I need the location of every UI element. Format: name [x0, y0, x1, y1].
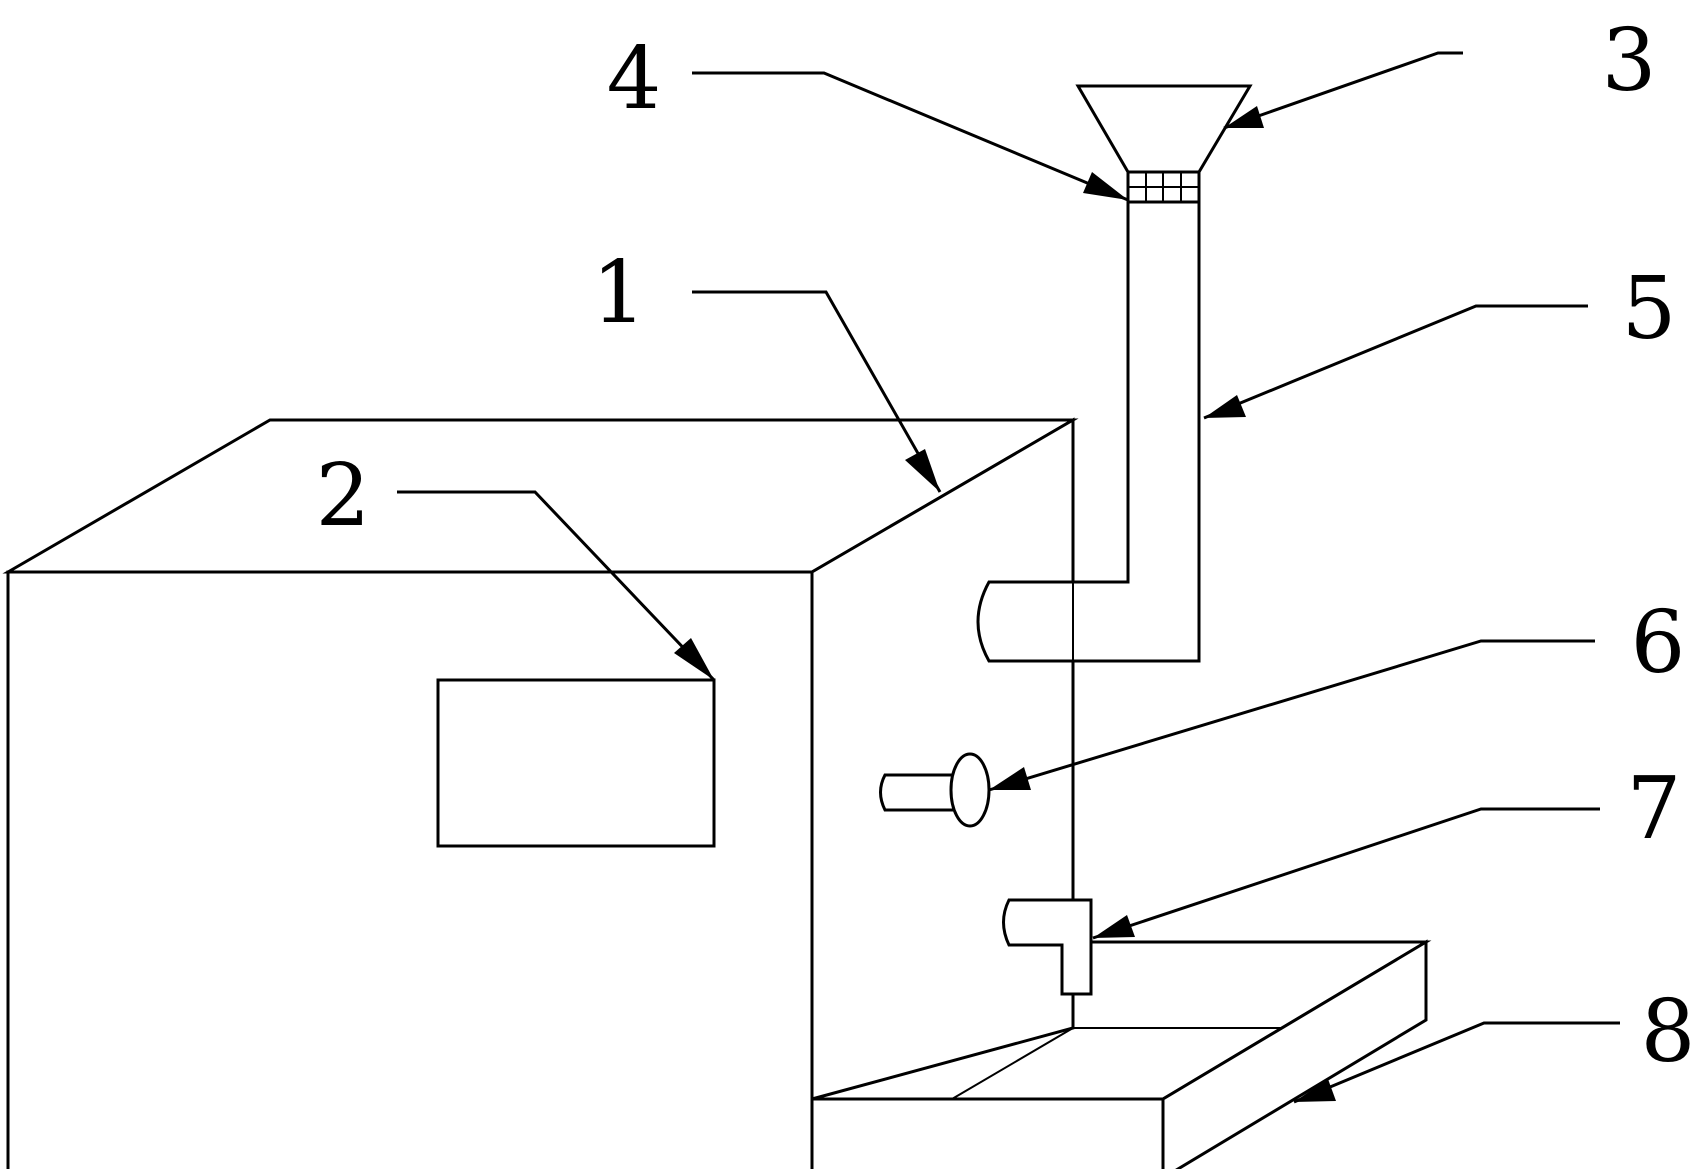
callout-number-7: 7	[1627, 759, 1682, 859]
tray-front-face	[810, 1097, 1165, 1169]
leader-4-arrowhead	[1083, 172, 1128, 200]
feed-pipe-body	[976, 193, 1201, 663]
side-knob-stem	[879, 773, 964, 812]
leader-7-arrowhead	[1093, 915, 1135, 938]
feed-pipe	[976, 193, 1201, 663]
leader-3	[1223, 51, 1463, 130]
leader-5-arrowhead	[1204, 395, 1246, 418]
leader-2-arrowhead	[674, 638, 714, 680]
leader-8-arrowhead	[1294, 1079, 1336, 1102]
callout-number-8: 8	[1641, 982, 1695, 1082]
leader-1-arrowhead	[905, 449, 940, 492]
callout-number-3: 3	[1602, 11, 1657, 111]
leader-4	[692, 71, 1129, 202]
callout-number-1: 1	[592, 243, 647, 343]
main-box-front-face	[6, 570, 814, 1169]
callout-number-2: 2	[316, 446, 371, 546]
leader-7	[1092, 807, 1600, 940]
leader-2	[397, 490, 716, 682]
front-window	[436, 678, 716, 848]
callout-number-4: 4	[607, 29, 662, 129]
outlet-tap	[1002, 898, 1093, 996]
leader-8	[1293, 1021, 1620, 1104]
leader-6-arrowhead	[989, 767, 1031, 790]
leader-1	[692, 290, 942, 493]
leader-6	[988, 639, 1595, 792]
leader-5	[1203, 304, 1588, 420]
side-knob-disc	[949, 752, 991, 828]
funnel-hopper	[1075, 84, 1253, 174]
callout-number-5: 5	[1622, 259, 1677, 359]
leader-3-arrowhead	[1224, 106, 1264, 128]
callout-number-6: 6	[1631, 593, 1686, 693]
main-box	[2, 417, 1079, 1169]
leaders	[397, 51, 1620, 1104]
side-knob	[879, 752, 991, 828]
collection-tray	[810, 939, 1432, 1169]
tray-inner-edge	[951, 1027, 1074, 1100]
mesh-screen	[1126, 170, 1201, 204]
